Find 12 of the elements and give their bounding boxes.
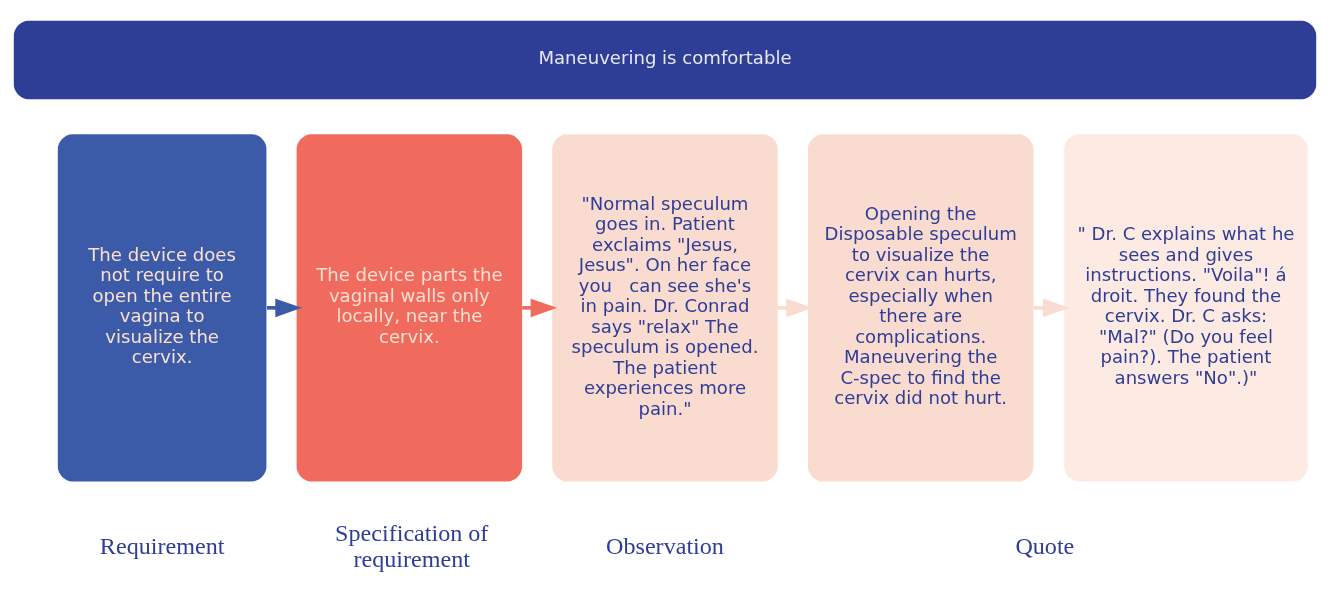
node-box: "Normal speculum goes in. Patient exclaims "Jesus, Jesus". On her face you can see she's in pain. Dr. Conrad says "relax" The speculum is opened. The patient experiences more pain.": [552, 134, 778, 482]
node-box: The device parts the vaginal walls only locally, near the cervix.: [296, 134, 523, 482]
node-box: Opening the Disposable speculum to visualize the cervix can hurts, especially when there are complications. Maneuvering the C-spec to find the cervix did not hurt.: [807, 134, 1034, 482]
arrow: [522, 298, 558, 318]
label: Requirement: [99, 532, 225, 559]
node-box: The device does not require to open the entire vagina to visualize the cervix.: [57, 134, 267, 482]
label: Quote: [1015, 532, 1075, 559]
node-box: Maneuvering is comfortable: [13, 20, 1317, 100]
label: Observation: [606, 532, 724, 559]
arrow: [1033, 298, 1070, 318]
node-box: " Dr. C explains what he sees and gives instructions. "Voila"! á droit. They found the cervix. Dr. C asks: "Mal?" (Do you feel pain?). The patient answers "No".)": [1064, 134, 1308, 482]
label: Specification of requirement: [335, 519, 489, 573]
